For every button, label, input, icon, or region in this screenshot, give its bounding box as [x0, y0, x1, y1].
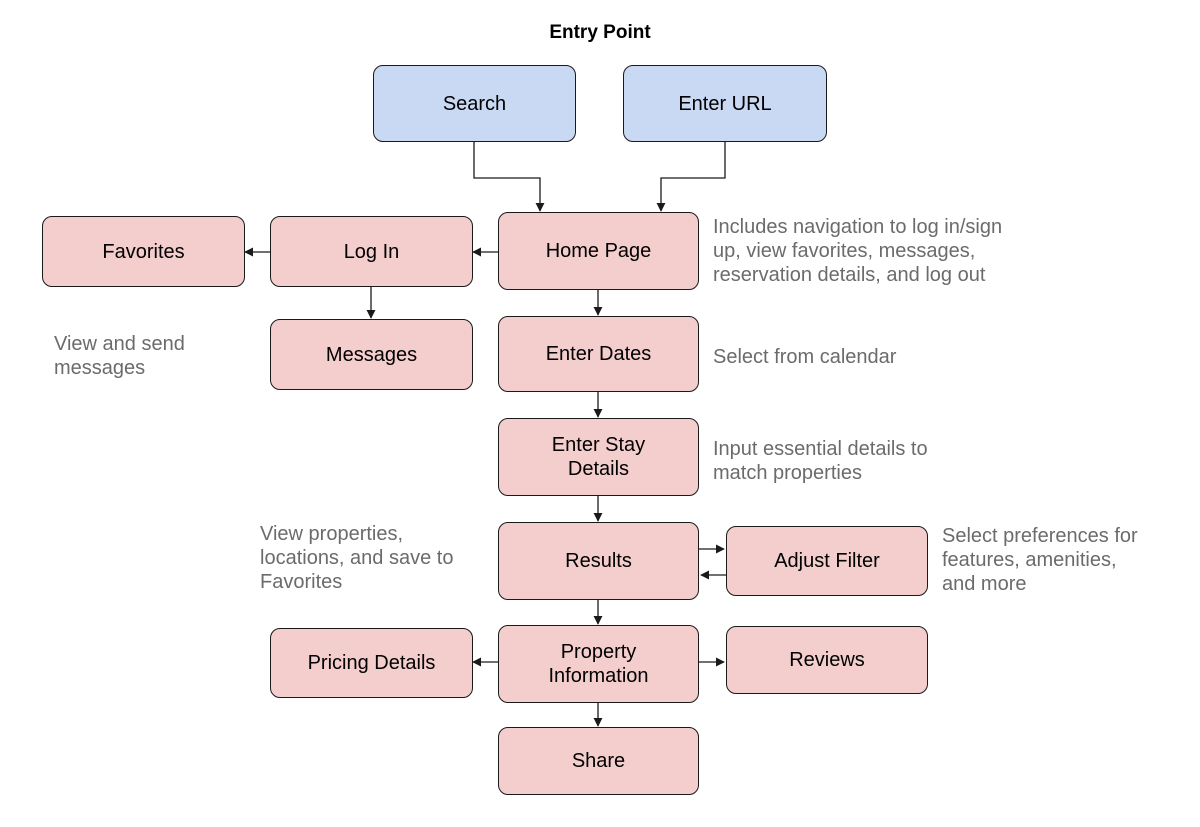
- node-share: Share: [498, 727, 699, 795]
- note-enter-stay-details: Input essential details to match propert…: [713, 438, 928, 484]
- note-results: View properties, locations, and save to …: [260, 523, 454, 593]
- node-messages: Messages: [270, 319, 473, 390]
- node-enter-stay-details: Enter Stay Details: [498, 418, 699, 496]
- node-results: Results: [498, 522, 699, 600]
- diagram-title: Entry Point: [549, 22, 651, 43]
- node-enter-url: Enter URL: [623, 65, 827, 142]
- edge-enter-url-to-home-page: [656, 142, 726, 212]
- node-enter-dates: Enter Dates: [498, 316, 699, 392]
- note-home-page: Includes navigation to log in/sign up, v…: [713, 216, 1003, 286]
- note-enter-dates: Select from calendar: [713, 346, 897, 368]
- node-reviews: Reviews: [726, 626, 928, 694]
- node-home-page: Home Page: [498, 212, 699, 290]
- node-favorites: Favorites: [42, 216, 245, 287]
- node-adjust-filter: Adjust Filter: [726, 526, 928, 596]
- node-property-information: Property Information: [498, 625, 699, 703]
- note-messages: View and send messages: [54, 333, 185, 379]
- node-pricing-details: Pricing Details: [270, 628, 473, 698]
- note-adjust-filter: Select preferences for features, ameniti…: [942, 525, 1138, 595]
- node-log-in: Log In: [270, 216, 473, 287]
- node-search: Search: [373, 65, 576, 142]
- edge-search-to-home-page: [473, 142, 545, 212]
